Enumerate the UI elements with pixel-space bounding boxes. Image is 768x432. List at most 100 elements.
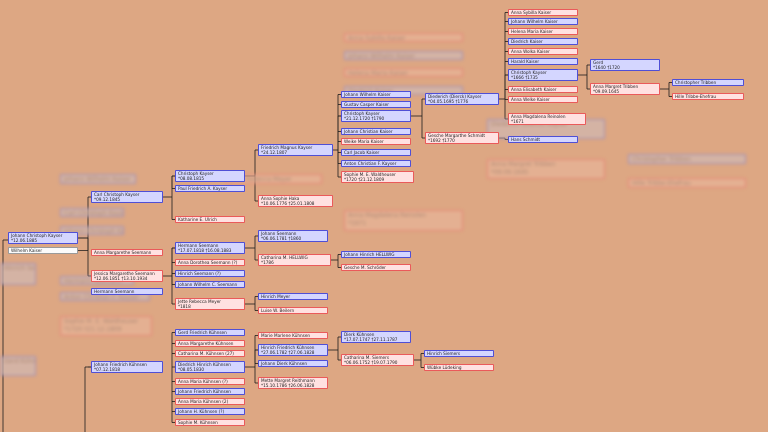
ghost-person-card: Hille Tribbe-Ehefrau	[628, 178, 746, 188]
person-name: Christoph Kayser	[344, 111, 380, 116]
person-name: Gerd Friedrich Kühnsen	[178, 330, 227, 335]
person-card[interactable]: Gustav Casper Kaiser	[341, 101, 411, 108]
person-card[interactable]: Hermann Seemann	[91, 288, 163, 295]
person-card[interactable]: Anna Sophie Haka*10.06.1776 †25.01.1808	[258, 195, 333, 207]
person-card[interactable]: Johann Hinrich HELLWIG	[341, 251, 411, 258]
person-card[interactable]: Weike Maria Kaiser	[341, 138, 411, 145]
person-card[interactable]: Christopher Tribben	[672, 79, 744, 86]
person-card[interactable]: Anna Margret Tribben*09.09.1645	[590, 83, 660, 95]
person-card[interactable]: Katharine E. Ulrich	[175, 216, 245, 223]
person-card[interactable]: Carl Jacob Kaiser	[341, 149, 411, 156]
person-card[interactable]: Sophie M. E. Waldheuser*1720 †21.12.1809	[341, 171, 414, 183]
person-card[interactable]: Catharina M. Kühnsen (27)	[175, 350, 245, 357]
person-card[interactable]: Mette Margret Reithmann*15.10.1786 †26.0…	[258, 377, 328, 389]
person-card[interactable]: Hinrich Seemann (?)	[175, 270, 245, 277]
person-card[interactable]: Johann Seemann*06.06.1781 †1860	[258, 230, 328, 242]
person-card[interactable]: Johann H. Kühnsen (?)	[175, 408, 245, 415]
person-card[interactable]: Harald Kaiser	[508, 58, 578, 65]
person-name: Anna Dorothea Seemann (?)	[178, 260, 238, 265]
person-name: Dierk Kühnsen	[344, 332, 375, 337]
person-card[interactable]: Hinrich Meyer	[258, 293, 328, 300]
person-card[interactable]: Anna Wolka Kaiser	[508, 48, 578, 55]
person-card[interactable]: Jette Rebecca Meyer*1818	[175, 298, 245, 310]
person-card[interactable]: Dierk Kühnsen*17.07.1747 †27.11.1787	[341, 331, 411, 343]
person-card[interactable]: Wilhelm Kaiser	[8, 247, 78, 254]
person-name: Catharina M. Kühnsen (27)	[178, 351, 234, 356]
person-name: Paul Friedrich A. Kayser	[178, 186, 228, 191]
person-dates: *27.06.1782 †27.06.1828	[261, 350, 315, 355]
person-card[interactable]: Jessica Margarethe Seemann*12.06.1851 †1…	[91, 270, 163, 282]
person-card[interactable]: Hille Tribbe-Ehefrau	[672, 93, 744, 100]
person-name: Jette Rebecca Meyer	[178, 299, 222, 304]
person-name: Hermann Seemann	[94, 289, 135, 294]
person-card[interactable]: Christoph Kayser*21.12.1720 †1790	[341, 110, 411, 122]
person-name: Anna Maria Kühnsen (?)	[178, 379, 228, 384]
person-card[interactable]: Hermann Seemann*17.07.1818 †16.08.1883	[175, 242, 245, 254]
person-card[interactable]: Hans Schmidt	[508, 136, 578, 143]
person-name: Carl Christoph Kayser	[64, 210, 124, 217]
person-card[interactable]: Gesche Margarthe Schmidt*1692 †1770	[425, 132, 499, 144]
person-name: Johann Wilhelm Kaiser	[348, 53, 415, 60]
person-card[interactable]: Johann Wilhelm Kaiser	[341, 91, 411, 98]
person-card[interactable]: Anna Magdalena Reinolen*1671	[508, 113, 586, 125]
person-card[interactable]: Johann Dierk Kühnsen	[258, 360, 328, 367]
person-card[interactable]: Anna Sybilla Kaiser	[508, 9, 578, 16]
person-name: Helena Maria Kaiser	[348, 70, 408, 77]
person-card[interactable]: Sophie M. Kühnsen	[175, 419, 245, 426]
person-card[interactable]: Anna Dorothea Seemann (?)	[175, 259, 245, 266]
person-name: Anna Magdalena Reinolen	[511, 114, 566, 119]
person-name: Anna Sophie Haka	[261, 196, 300, 201]
person-card[interactable]: Hinrich Siemers	[424, 350, 494, 357]
person-name: Johann Christian Kaiser	[344, 129, 393, 134]
person-card[interactable]: Johann Wilhelm Kaiser	[508, 18, 578, 25]
person-card[interactable]: Anna Margarethe Seemann	[91, 249, 163, 256]
person-card[interactable]: Marie Marlene Kühnsen	[258, 332, 328, 339]
person-card[interactable]: Gerd Friedrich Kühnsen	[175, 329, 245, 336]
person-card[interactable]: Johann Friedrich Kühnsen*07.12.1818	[91, 361, 163, 373]
person-name: Jette Rebecca Meyer	[230, 176, 292, 183]
person-card[interactable]: Johann Friedrich Kühnsen	[175, 388, 245, 395]
person-name: Jessica Margarethe Seemann	[94, 271, 155, 276]
person-card[interactable]: Anton Christian F. Kayser	[341, 160, 411, 167]
ghost-person-card: Anna Magdalena Reinolen*1671	[344, 210, 463, 231]
person-card[interactable]: Johann Wilhelm C. Seemann	[175, 281, 245, 288]
person-name: Mette Margret Reithmann	[261, 378, 315, 383]
person-card[interactable]: Anna Welke Kaiser	[508, 96, 578, 103]
person-card[interactable]: Friedrich Magnus Kayser*24.12.1807	[258, 144, 333, 156]
person-card[interactable]: Catharina M. Siemers*06.06.1752 †19.07.1…	[341, 354, 414, 366]
person-card[interactable]: Johann Christoph Kayser*12.06.1885	[8, 232, 78, 244]
person-card[interactable]: Luise W. Beilern	[258, 307, 328, 314]
person-name: Friedrich Magnus Kayser	[261, 145, 313, 150]
person-card[interactable]: Paul Friedrich A. Kayser	[175, 185, 245, 192]
person-name: Hinrich Seemann	[4, 265, 35, 272]
person-card[interactable]: Christoph Kayser*08.08.1815	[175, 170, 245, 182]
person-card[interactable]: Carl Christoph Kayser*09.12.1845	[91, 191, 163, 203]
person-card[interactable]: Diederich (Dierck) Kayser*04.05.1695 †17…	[425, 93, 499, 105]
person-dates: *10.06.1776 †25.01.1808	[261, 201, 315, 206]
person-dates: *06.06.1752 †19.07.1790	[344, 360, 398, 365]
person-card[interactable]: Christoph Kayser*1666 †1735	[508, 69, 578, 81]
person-dates: *17.07.1747 †27.11.1787	[344, 337, 398, 342]
person-card[interactable]: Anna Elisabeth Kaiser	[508, 86, 578, 93]
person-card[interactable]: Gerd*1640 †1720	[590, 59, 660, 71]
person-card[interactable]: Anna Maria Kühnsen (2)	[175, 398, 245, 405]
person-card[interactable]: Catharina M. HELLWIG*1786	[258, 254, 331, 266]
person-name: Harald Kaiser	[511, 59, 540, 64]
person-name: Christopher Tribben	[632, 156, 691, 163]
person-card[interactable]: Diedrich Hinrich Kühnsen*08.05.1830	[175, 361, 245, 373]
person-name: Johann Wilhelm Kaiser	[511, 19, 558, 24]
person-card[interactable]: Helena Maria Kaiser	[508, 28, 578, 35]
person-card[interactable]: Anna Margarethe Kühnsen	[175, 340, 245, 347]
person-card[interactable]: Gesche M. Schröder	[341, 264, 411, 271]
person-dates: *09.09.1645	[491, 169, 529, 176]
person-name: Johann Wilhelm Kaiser	[344, 92, 391, 97]
person-dates: *15.10.1786 †26.06.1828	[261, 383, 315, 388]
person-card[interactable]: Johann Christian Kaiser	[341, 128, 411, 135]
person-card[interactable]: Anna Maria Kühnsen (?)	[175, 378, 245, 385]
person-card[interactable]: Wübke Lüdeking	[424, 364, 494, 371]
person-card[interactable]: Diedrich Kaiser	[508, 38, 578, 45]
person-card[interactable]: Hinrich Friedrich Kühnsen*27.06.1782 †27…	[258, 344, 328, 356]
person-dates: *1720 †21.12.1809	[64, 326, 122, 333]
person-dates: *1692 †1770	[428, 138, 455, 143]
